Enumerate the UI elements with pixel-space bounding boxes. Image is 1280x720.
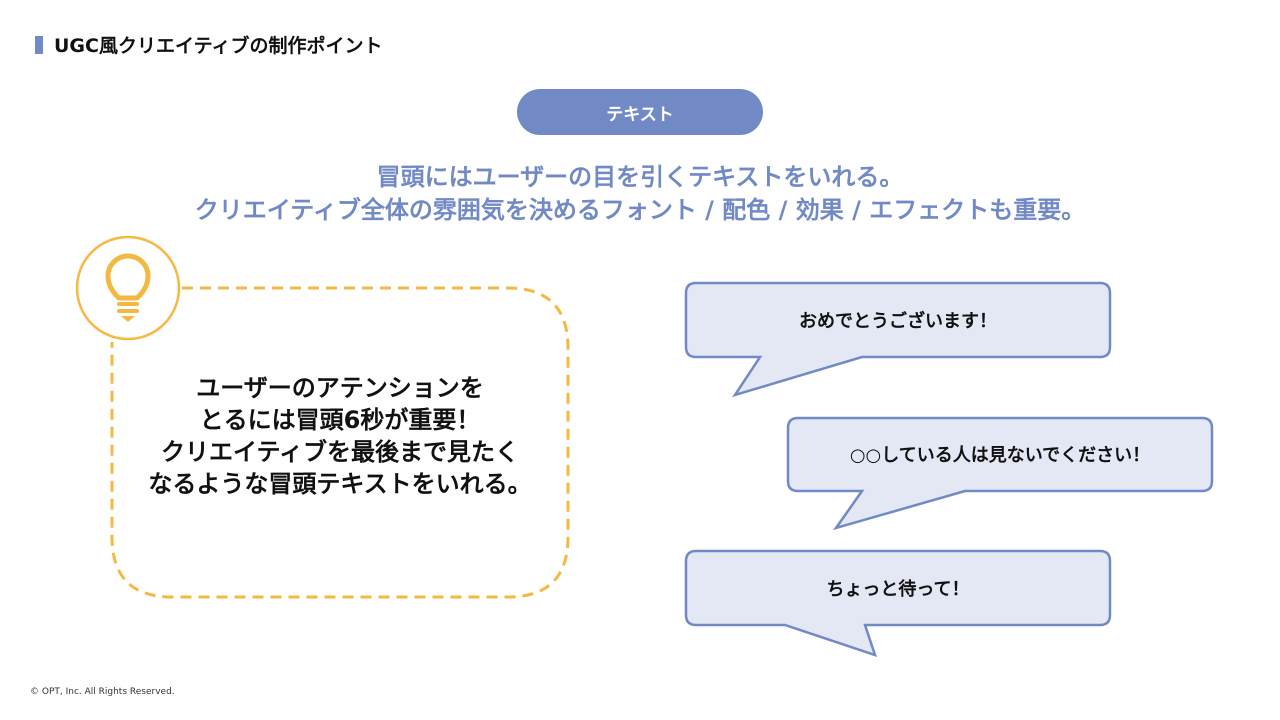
speech-bubble-1-text: おめでとうございます！: [799, 311, 997, 332]
subtitle-line-2: クリエイティブ全体の雰囲気を決めるフォント / 配色 / 効果 / エフェクトも…: [194, 196, 1086, 224]
speech-bubble-2-text: ○○している人は見ないでください！: [849, 444, 1151, 466]
tip-text: ユーザーのアテンションを とるには冒頭6秒が重要！ クリエイティブを最後まで見た…: [112, 372, 568, 500]
speech-bubble-2-shape: [786, 416, 1214, 531]
speech-bubble-3-shape: [684, 549, 1112, 657]
title-accent-bar: [35, 36, 43, 54]
speech-bubble-3-text: ちょっと待って！: [826, 579, 970, 600]
tip-line: クリエイティブを最後まで見たく: [160, 438, 520, 466]
tip-line: とるには冒頭6秒が重要！: [199, 406, 481, 434]
lightbulb-icon: [75, 235, 181, 341]
speech-bubble-1-shape: [684, 281, 1112, 398]
copyright: © OPT, Inc. All Rights Reserved.: [30, 687, 175, 697]
tip-line: なるような冒頭テキストをいれる。: [148, 470, 532, 498]
page-title: UGC風クリエイティブの制作ポイント: [54, 35, 383, 57]
tip-line: ユーザーのアテンションを: [196, 374, 484, 402]
subtitle-line-1: 冒頭にはユーザーの目を引くテキストをいれる。: [376, 163, 904, 191]
section-label-pill: テキスト: [517, 89, 763, 135]
